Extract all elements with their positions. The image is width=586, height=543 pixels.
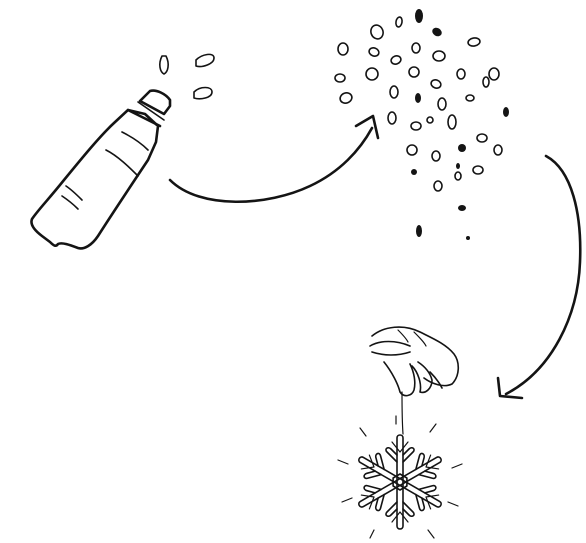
particle-mark	[411, 169, 417, 175]
snowflake-icon	[338, 416, 462, 538]
particle-mark	[368, 47, 380, 58]
particle-mark	[412, 43, 420, 53]
particle-mark	[427, 117, 433, 123]
sparkle-tick	[342, 498, 352, 502]
sparkle-tick	[370, 530, 374, 538]
snowflake-arm	[386, 435, 414, 482]
particle-mark	[407, 145, 417, 155]
particle-mark	[433, 51, 445, 61]
particle-mark	[466, 236, 470, 240]
particle-mark	[415, 9, 423, 23]
particle-mark	[431, 26, 444, 38]
particle-mark	[458, 144, 466, 152]
sparkle-tick	[452, 464, 462, 468]
particle-mark	[483, 77, 489, 87]
snowflake-arm	[386, 482, 414, 529]
particle-mark	[415, 93, 421, 103]
sparkle-tick	[338, 460, 348, 464]
particle-mark	[338, 43, 348, 55]
particle-mark	[477, 134, 487, 142]
particle-mark	[335, 74, 345, 82]
plastic-bottle-icon	[31, 54, 214, 248]
particle-mark	[395, 17, 403, 28]
particle-mark	[409, 67, 419, 77]
particle-mark	[438, 98, 446, 110]
particle-mark	[430, 79, 442, 90]
particle-mark	[369, 23, 385, 40]
snowflake-held-by-hand-icon	[338, 327, 462, 538]
particle-mark	[503, 107, 509, 117]
particle-mark	[467, 37, 480, 47]
particle-mark	[489, 68, 499, 80]
particle-mark	[390, 55, 402, 66]
curved-arrow-icon	[170, 116, 378, 202]
particle-mark	[390, 86, 398, 98]
particle-mark	[456, 163, 460, 169]
sparkle-tick	[430, 424, 436, 432]
particle-mark	[416, 225, 422, 237]
sparkle-tick	[360, 428, 366, 436]
particle-mark	[457, 69, 465, 79]
particle-mark	[455, 172, 461, 180]
particle-mark	[448, 115, 456, 129]
particle-mark	[339, 91, 354, 105]
particle-mark	[366, 68, 378, 80]
hand-icon	[370, 327, 458, 396]
curved-arrow-icon	[498, 156, 580, 398]
sparkle-tick	[448, 502, 458, 506]
particle-mark	[494, 145, 502, 155]
particle-mark	[458, 205, 466, 211]
particle-mark	[388, 112, 396, 124]
particle-mark	[411, 122, 421, 130]
particle-mark	[432, 151, 440, 161]
particle-mark	[473, 166, 483, 174]
sparkle-tick	[428, 530, 434, 538]
particle-mark	[434, 181, 442, 191]
particle-mark	[466, 95, 474, 101]
